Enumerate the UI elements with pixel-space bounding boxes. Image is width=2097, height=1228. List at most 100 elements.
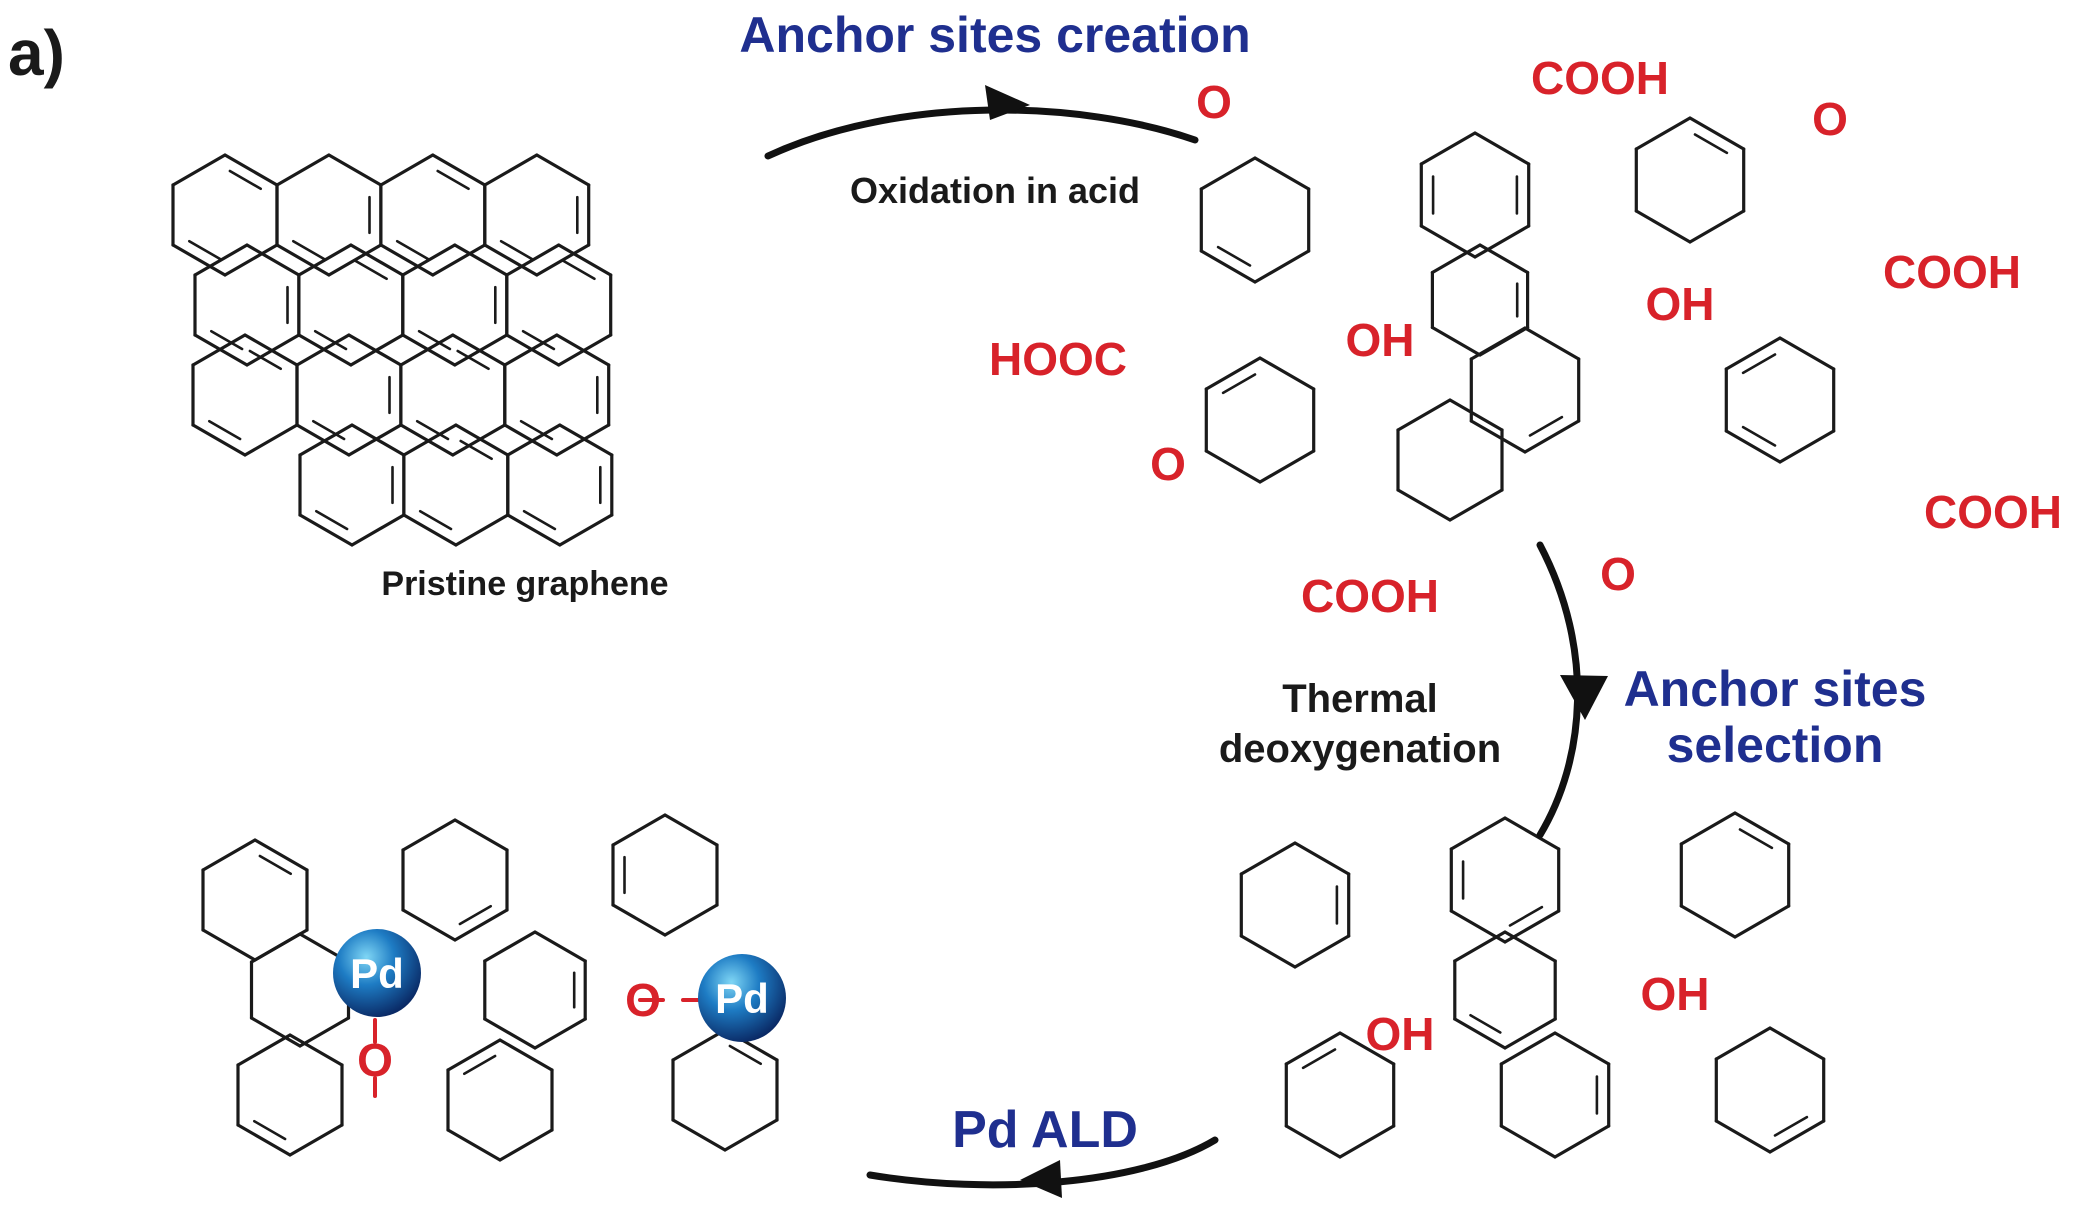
bond xyxy=(1714,1119,1772,1154)
bond xyxy=(350,513,406,547)
bond xyxy=(402,423,458,457)
bond xyxy=(1253,156,1311,191)
step-pd-ald: Pd ALD xyxy=(952,1101,1138,1159)
bond xyxy=(456,349,490,371)
bond xyxy=(379,243,435,277)
bond xyxy=(311,419,346,441)
bond xyxy=(663,903,719,937)
bond xyxy=(431,153,487,187)
step-thermal-line1: Thermal xyxy=(1282,677,1438,721)
bond xyxy=(1396,398,1452,432)
bond xyxy=(611,813,667,847)
o-label-pd-left: O xyxy=(357,1034,393,1086)
pd-label-left: Pd xyxy=(350,950,404,997)
bond xyxy=(1258,356,1316,391)
bond xyxy=(1396,488,1452,522)
bond xyxy=(379,153,435,187)
bond xyxy=(1430,325,1482,357)
bond xyxy=(671,1028,727,1062)
bond xyxy=(402,513,458,547)
bond xyxy=(314,509,349,531)
bond xyxy=(1503,1017,1557,1050)
pristine-graphene-structure xyxy=(171,153,614,547)
bond xyxy=(1553,1124,1611,1159)
bond xyxy=(223,243,279,277)
bond xyxy=(1284,1124,1342,1159)
bond xyxy=(1253,249,1311,284)
bond xyxy=(1508,905,1544,927)
bond xyxy=(1284,1031,1342,1066)
bond xyxy=(297,243,353,277)
bond xyxy=(1469,1013,1502,1034)
bond xyxy=(171,153,227,187)
arrow-pd-ald xyxy=(866,1136,1219,1198)
bond xyxy=(611,903,667,937)
bond xyxy=(313,329,348,351)
panel-label: a) xyxy=(8,17,65,89)
bond xyxy=(1473,224,1531,259)
pd-graphene-structure xyxy=(201,813,779,1162)
bond xyxy=(291,239,326,261)
bond xyxy=(1453,1017,1507,1050)
bond xyxy=(1499,1031,1557,1066)
bond xyxy=(519,419,554,441)
pd-atom-left xyxy=(333,929,421,1017)
oh-label-deox-left: OH xyxy=(1366,1008,1435,1060)
bond xyxy=(663,813,719,847)
bond xyxy=(1221,373,1257,395)
bond xyxy=(458,904,493,926)
cooh-label-bottom: COOH xyxy=(1301,570,1439,622)
bond xyxy=(1778,429,1836,464)
bond xyxy=(1239,934,1297,969)
bond xyxy=(1503,816,1561,851)
bond xyxy=(671,1118,727,1152)
bond xyxy=(201,928,257,962)
bond xyxy=(1293,934,1351,969)
bond xyxy=(243,333,299,367)
bond xyxy=(1449,816,1507,851)
bond xyxy=(1258,449,1316,484)
bond xyxy=(236,1123,292,1157)
bond xyxy=(446,1038,502,1072)
bond xyxy=(208,419,242,441)
bond xyxy=(275,153,331,187)
cooh-label-right: COOH xyxy=(1883,246,2021,298)
bond xyxy=(483,930,537,963)
bond xyxy=(728,1044,763,1066)
bond xyxy=(533,1017,587,1050)
step-selection-line1: Anchor sites xyxy=(1624,661,1927,717)
bond xyxy=(1714,1026,1772,1061)
ketone-o-label-bottom: O xyxy=(1600,548,1636,600)
bond xyxy=(1216,245,1252,267)
bond xyxy=(188,239,222,261)
bond xyxy=(1469,419,1527,454)
oh-label-left: OH xyxy=(1346,314,1415,366)
deoxygenated-graphene-structure xyxy=(1239,811,1826,1159)
bond xyxy=(275,243,331,277)
bond xyxy=(191,333,247,367)
bond xyxy=(1741,353,1777,375)
bond xyxy=(562,259,596,281)
bond xyxy=(327,153,383,187)
bond xyxy=(1688,116,1746,151)
bond xyxy=(535,153,591,187)
bond xyxy=(1553,1031,1611,1066)
bond xyxy=(431,243,487,277)
oh-label-deox-right: OH xyxy=(1641,968,1710,1020)
bond xyxy=(462,1054,497,1076)
bond xyxy=(451,333,507,367)
bond xyxy=(1478,325,1530,357)
bond xyxy=(1528,415,1564,437)
bond xyxy=(505,243,561,277)
bond xyxy=(249,1016,302,1048)
bond xyxy=(417,329,452,351)
bond xyxy=(248,349,283,371)
oxide-functional-groups: O COOH O COOH HOOC OH OH O COOH O COOH xyxy=(989,52,2062,622)
bond xyxy=(1693,133,1729,155)
bond xyxy=(453,818,509,852)
bond xyxy=(454,423,510,457)
epoxy-o-label-left: O xyxy=(1196,76,1232,128)
bond xyxy=(1523,419,1581,454)
bond xyxy=(506,423,562,457)
bond xyxy=(253,838,309,872)
